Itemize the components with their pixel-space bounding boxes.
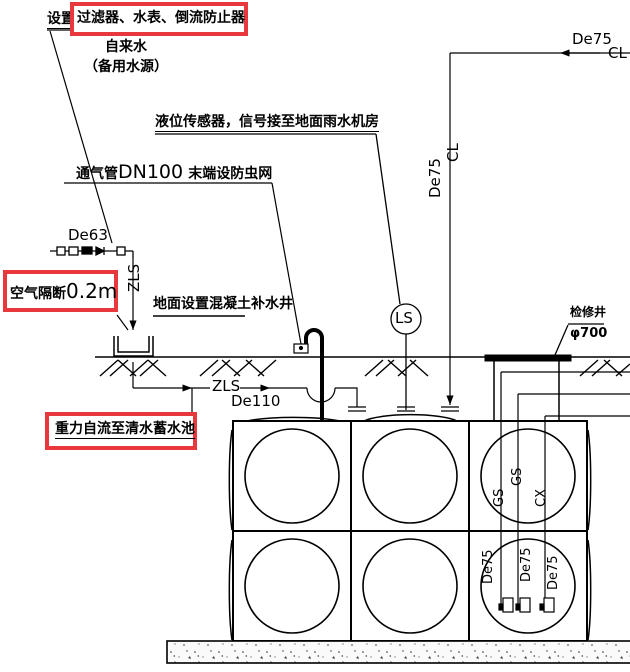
level-sensor-note: 液位传感器，信号接至地面雨水机房 [155,114,379,132]
backup-source-label: （备用水源） [84,59,168,75]
vent-pipe-note-cn2: 末端设防虫网 [188,166,273,182]
pipe-label-cl-vertical: CL [444,143,462,162]
gravity-flow-note: 重力自流至清水蓄水池 [55,421,195,439]
air-gap-note-cn: 空气隔断 [10,286,66,302]
highlight-box-gravity-note: 重力自流至清水蓄水池 [45,412,197,450]
filter-note-prefix: 设置 [47,11,75,29]
pipe-label-de110: De110 [231,392,281,410]
pipe-label-de75-pump-3: De75 [546,555,561,590]
cl-pipe [348,49,630,412]
pipe-label-cx: CX [534,489,549,507]
air-gap-note: 空气隔断0.2m [10,281,117,301]
air-gap-note-value: 0.2m [66,279,118,303]
pipe-label-de63: De63 [68,226,108,244]
pipe-label-de75-pump-1: De75 [481,549,496,584]
valve-group [50,245,134,258]
pipe-label-cl-top: CL [608,44,627,62]
vent-pipe-note-cn1: 通气管 [76,166,118,182]
pipe-label-gs-1: GS [492,488,507,507]
gravity-pipe [132,362,358,412]
filter-note-leader [47,29,113,244]
pipe-label-de75-top: De75 [572,30,612,48]
pipe-label-zls-vertical: ZLS [125,263,143,292]
concrete-base [166,640,630,664]
pumps [498,597,555,613]
vent-pipe-note: 通气管DN100 末端设防虫网 [76,163,272,182]
manhole-label: 检修井 [570,305,607,319]
highlight-box-air-gap: 空气隔断0.2m [3,270,118,312]
vent-pipe-note-en: DN100 [118,161,184,183]
filter-note-highlight: 过滤器、水表、倒流防止器 [77,10,245,26]
manhole-size: φ700 [570,326,608,341]
pipe-label-gs-2: GS [510,467,525,486]
storage-tank [228,413,592,642]
pipe-label-de75-vertical: De75 [426,158,444,198]
zls-downpipe [116,258,137,331]
pipe-label-zls-horizontal: ZLS [212,377,241,395]
level-sensor [155,133,422,412]
make-up-well [113,315,245,357]
vent-pipe [64,182,324,420]
make-up-well-note: 地面设置混凝土补水井 [153,296,293,312]
level-sensor-symbol: LS [395,309,413,327]
soil-hatch [99,359,630,377]
pipe-label-de75-pump-2: De75 [519,547,534,582]
highlight-box-filter-note: 过滤器、水表、倒流防止器 [70,2,248,36]
tap-water-label: 自来水 [105,39,147,55]
